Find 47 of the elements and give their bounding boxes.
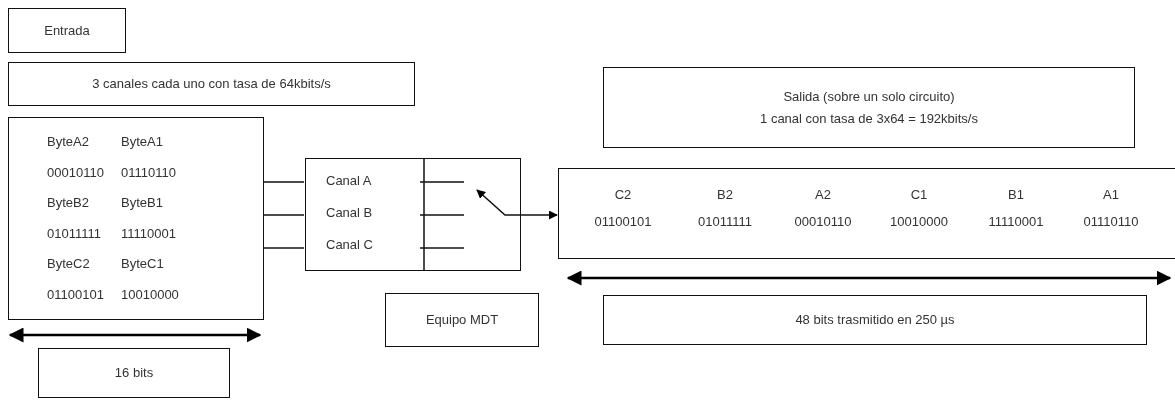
text: C2 — [614, 187, 632, 203]
arrow — [520, 210, 558, 220]
text: ByteC1 — [121, 256, 164, 272]
text: A1 — [1103, 187, 1119, 203]
connector-line — [263, 247, 305, 249]
connector-line — [263, 214, 305, 216]
text-box — [385, 293, 539, 347]
text-box — [8, 62, 415, 106]
text: 16 bits — [114, 365, 154, 381]
text: 00010110 — [794, 214, 852, 230]
text: 01100101 — [47, 286, 104, 303]
data-frame-box — [558, 168, 1175, 259]
text: A2 — [815, 187, 831, 203]
text-box — [8, 8, 126, 53]
text: 48 bits trasmitido en 250 µs — [795, 312, 955, 328]
multiplexer-box — [305, 158, 521, 271]
text: B1 — [1008, 187, 1024, 203]
text-box — [38, 348, 230, 398]
text: 11110001 — [988, 214, 1044, 230]
text: 01110110 — [121, 164, 176, 181]
text: ByteB1 — [121, 195, 163, 211]
text: ByteA1 — [121, 134, 163, 150]
data-frame-box — [8, 117, 264, 320]
text: Canal A — [326, 173, 372, 189]
text: 01011111 — [47, 225, 101, 242]
text: 10010000 — [890, 214, 948, 230]
text-box — [603, 67, 1135, 148]
text: Canal C — [326, 237, 373, 253]
text: 01011111 — [698, 214, 752, 230]
text: 3 canales cada uno con tasa de 64kbits/s — [92, 76, 331, 92]
text-box — [603, 295, 1147, 345]
text: B2 — [717, 187, 733, 203]
text: 11110001 — [121, 225, 176, 242]
text: ByteC2 — [47, 256, 90, 272]
text: 1 canal con tasa de 3x64 = 192kbits/s — [760, 110, 978, 127]
connector-line — [263, 181, 305, 183]
text: Salida (sobre un solo circuito) — [783, 88, 955, 105]
text: Entrada — [44, 22, 90, 39]
text: Equipo MDT — [425, 312, 499, 328]
text: Canal B — [326, 205, 373, 221]
text: 10010000 — [121, 286, 179, 303]
text: C1 — [910, 187, 928, 203]
text: 00010110 — [47, 164, 104, 181]
text: 01110110 — [1083, 214, 1139, 230]
text: ByteA2 — [47, 134, 89, 150]
text: ByteB2 — [47, 195, 89, 211]
text: 01100101 — [594, 214, 652, 230]
